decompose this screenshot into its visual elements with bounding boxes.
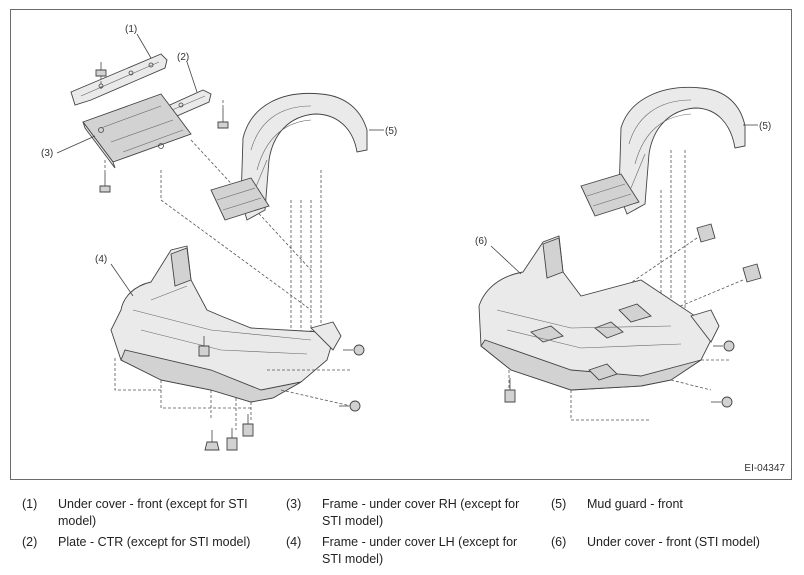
mud-guard-front-left bbox=[210, 92, 368, 221]
callout-1: (4) bbox=[95, 254, 107, 265]
bolt-top bbox=[95, 62, 107, 77]
plate-ctr bbox=[82, 93, 192, 169]
legend-number: (3) bbox=[286, 497, 302, 511]
screw-right-lower bbox=[711, 396, 733, 408]
callout-5-left: (5) bbox=[385, 126, 397, 137]
leader-6 bbox=[490, 245, 522, 275]
clip-left-2 bbox=[226, 428, 238, 451]
legend-text: Mud guard - front bbox=[587, 497, 683, 511]
clip-left-4 bbox=[198, 336, 210, 357]
mud-guard-front-right bbox=[580, 86, 746, 217]
legend-number: (1) bbox=[22, 497, 38, 511]
legend-number: (2) bbox=[22, 535, 38, 549]
clip-right-bottom bbox=[504, 378, 516, 403]
screw-left-lower bbox=[339, 400, 361, 412]
callout-5-right: (5) bbox=[759, 121, 771, 132]
diagram-frame: (1) (2) (3) (4) (5) (5) (6) EI-04347 bbox=[10, 9, 792, 480]
exploded-view-illustration: (1) (2) (3) (4) (5) (5) (6) bbox=[41, 24, 771, 451]
callout-6: (6) bbox=[475, 236, 487, 247]
legend-text: Frame - under cover LH (except for STI m… bbox=[322, 535, 518, 566]
bolt-bottom bbox=[99, 172, 111, 193]
leader-1 bbox=[110, 263, 134, 297]
frame-under-cover-rh bbox=[70, 53, 168, 106]
screw-left-upper bbox=[343, 344, 365, 356]
bolt-right bbox=[217, 108, 229, 129]
legend-number: (6) bbox=[551, 535, 567, 549]
callout-2: (3) bbox=[41, 148, 53, 159]
under-cover-front bbox=[110, 245, 342, 403]
screw-right-upper bbox=[713, 340, 735, 352]
legend-text: Frame - under cover RH (except for STI m… bbox=[322, 497, 520, 528]
clip-left-1 bbox=[204, 430, 220, 451]
callout-3: (1) bbox=[125, 24, 137, 35]
callout-4: (2) bbox=[177, 52, 189, 63]
legend-text: Under cover - front (except for STI mode… bbox=[58, 497, 248, 528]
legend-number: (4) bbox=[286, 535, 302, 549]
clip-right-lower bbox=[742, 263, 762, 283]
under-cover-front-sti bbox=[478, 235, 720, 391]
legend-number: (5) bbox=[551, 497, 567, 511]
figure-code: EI-04347 bbox=[744, 463, 785, 474]
clip-right-upper bbox=[696, 223, 716, 243]
legend-text: Under cover - front (STI model) bbox=[587, 535, 760, 549]
leader-2 bbox=[56, 135, 96, 154]
legend-text: Plate - CTR (except for STI model) bbox=[58, 535, 251, 549]
legend: (1) Under cover - front (except for STI … bbox=[0, 488, 804, 575]
clip-left-3 bbox=[242, 414, 254, 437]
leader-3 bbox=[136, 33, 152, 59]
leader-4 bbox=[186, 61, 198, 93]
